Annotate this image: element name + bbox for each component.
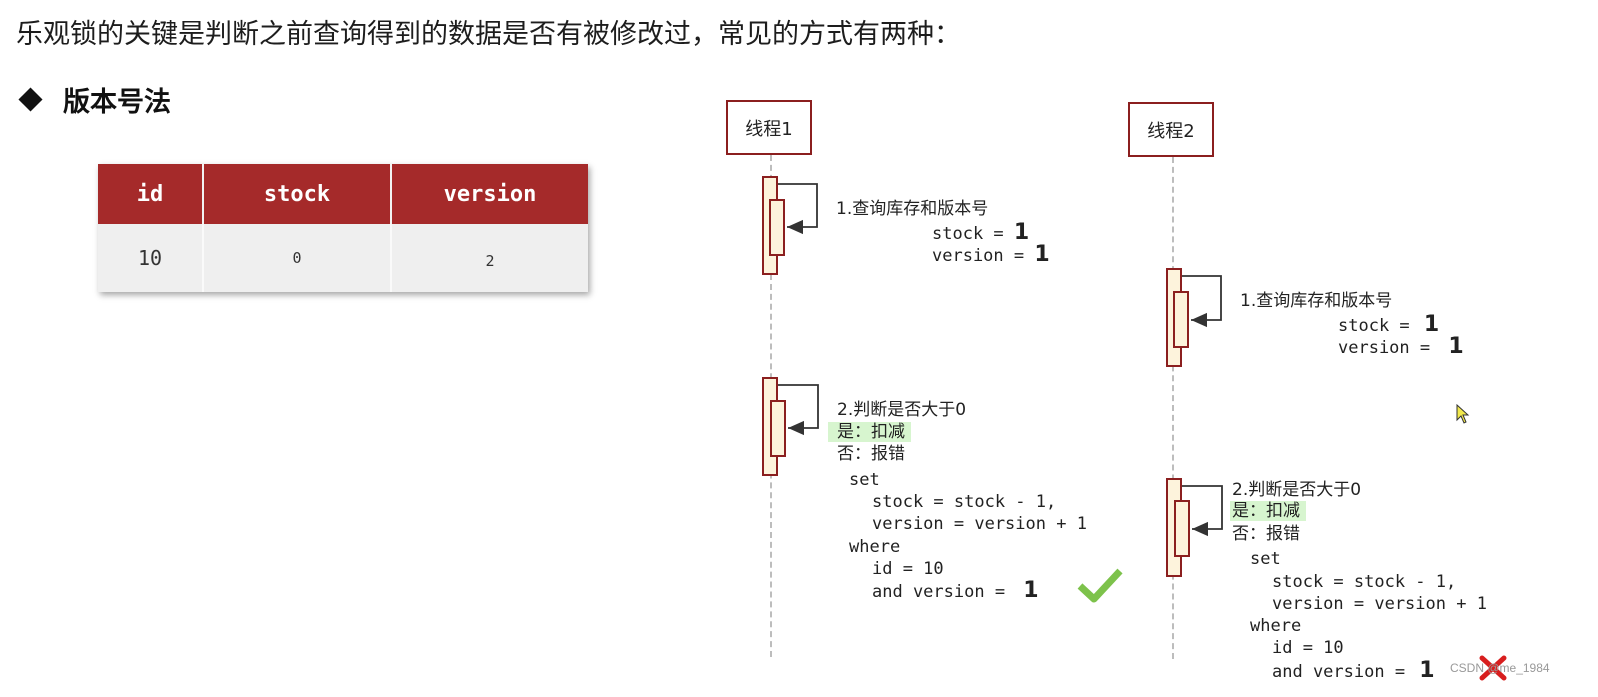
table-header-version: version [392, 164, 588, 224]
thread1-no: 否：报错 [837, 444, 905, 464]
thread2-sql-version: version = version + 1 [1272, 594, 1487, 614]
thread2-step2: 2.判断是否大于0 [1232, 480, 1362, 500]
thread1-activation-2-inner [770, 400, 786, 457]
thread1-sql-where: where [849, 537, 901, 557]
table-row: 10 0 2 [98, 224, 588, 292]
thread2-step1: 1.查询库存和版本号 [1240, 291, 1393, 311]
table-header-row: id stock version [98, 164, 588, 224]
thread2-yes: 是：扣减 [1230, 500, 1306, 522]
thread1-header: 线程1 [726, 100, 812, 155]
thread1-activation-1-inner [769, 199, 785, 256]
thread1-sql-set: set [849, 470, 880, 490]
thread1-sql-version: version = version + 1 [872, 514, 1087, 534]
table-cell-version: 2 [392, 224, 588, 292]
thread1-version-line: version = 1 [932, 242, 1050, 267]
thread2-lifeline [1172, 157, 1174, 659]
page-heading: 乐观锁的关键是判断之前查询得到的数据是否有被修改过，常见的方式有两种： [16, 19, 961, 50]
table-cell-stock: 0 [204, 224, 392, 292]
thread2-sql-stock: stock = stock - 1, [1272, 572, 1457, 592]
thread1-sql-stock: stock = stock - 1, [872, 492, 1057, 512]
watermark: CSDN @me_1984 [1450, 661, 1550, 675]
thread2-self-call-1 [1182, 275, 1222, 328]
thread1-self-call-1 [778, 183, 818, 235]
table-header-id: id [98, 164, 204, 224]
table-cell-id: 10 [98, 224, 204, 292]
check-icon [1077, 568, 1123, 603]
thread2-sql-set: set [1250, 549, 1281, 569]
mouse-cursor-icon [1456, 404, 1470, 424]
cross-icon [1479, 655, 1507, 681]
thread1-step1: 1.查询库存和版本号 [836, 199, 989, 219]
table-header-stock: stock [204, 164, 392, 224]
thread2-no: 否：报错 [1232, 524, 1300, 544]
thread1-sql-id: id = 10 [872, 559, 944, 579]
section-label: 版本号法 [63, 87, 171, 118]
thread2-self-call-2 [1182, 485, 1223, 537]
section-title: 版本号法 [18, 80, 171, 119]
thread2-header: 线程2 [1128, 102, 1214, 157]
version-table: id stock version 10 0 2 [98, 164, 588, 292]
thread1-stock-line: stock = 1 [932, 220, 1030, 245]
thread2-sql-id: id = 10 [1272, 638, 1344, 658]
thread1-yes: 是：扣减 [828, 421, 911, 443]
thread2-activation-1-inner [1173, 291, 1189, 348]
thread2-version-line: version = 1 [1338, 334, 1464, 359]
thread1-step2: 2.判断是否大于0 [837, 400, 967, 420]
thread1-self-call-2 [778, 384, 819, 436]
thread2-stock-line: stock = 1 [1338, 312, 1440, 337]
thread2-sql-where: where [1250, 616, 1302, 636]
thread1-sql-and: and version = 1 [872, 578, 1039, 603]
thread2-sql-and: and version = 1 [1272, 658, 1435, 683]
thread2-activation-2-inner [1174, 500, 1190, 557]
